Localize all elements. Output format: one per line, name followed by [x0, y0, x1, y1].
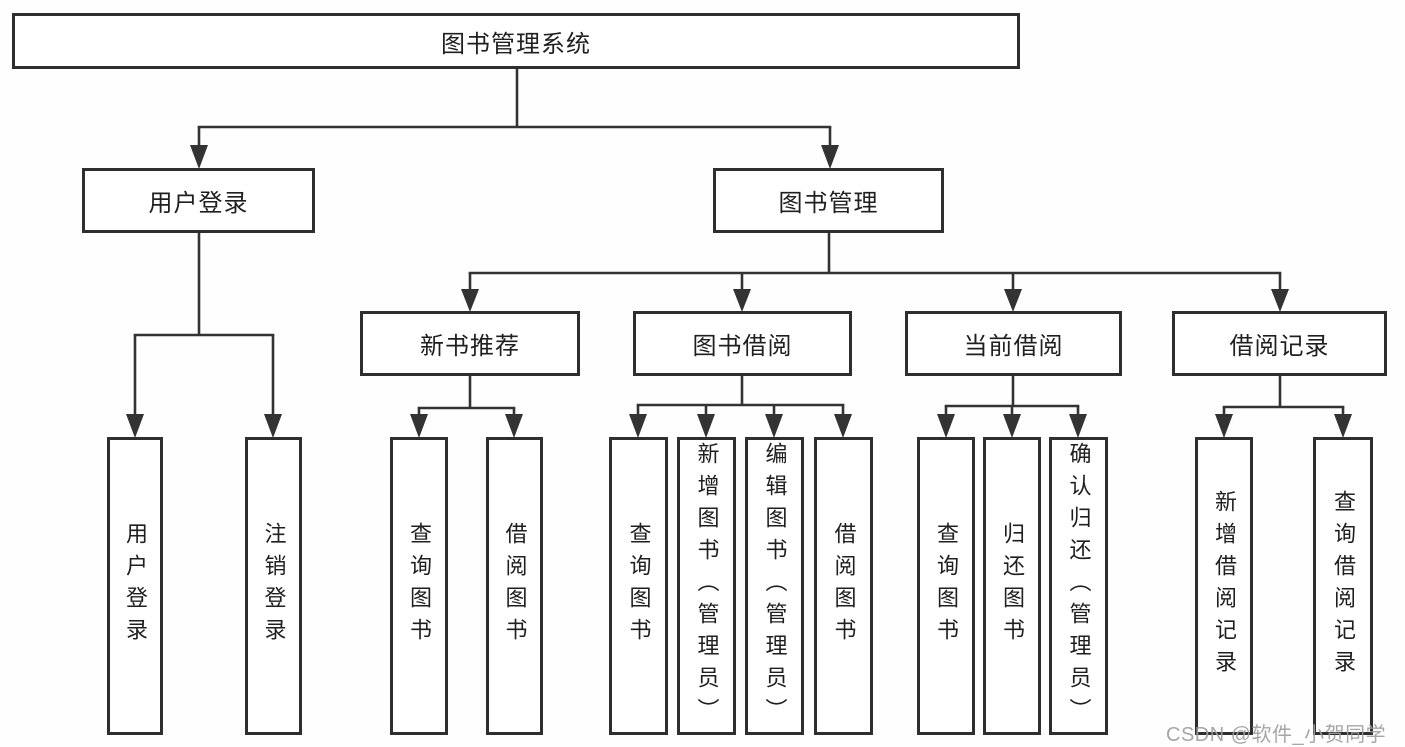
node-new-book-recommend-label: 新书推荐 [420, 333, 520, 360]
leaf-recommend-borrow-books-label: 借阅图书 [502, 522, 528, 650]
node-borrow-records: 借阅记录 [1172, 311, 1387, 376]
node-current-borrow: 当前借阅 [905, 311, 1122, 376]
node-borrow-records-label: 借阅记录 [1229, 333, 1330, 360]
leaf-records-add-record: 新增借阅记录 [1195, 437, 1253, 735]
node-user-login-label: 用户登录 [148, 190, 249, 217]
leaf-borrow-edit-books-admin: 编辑图书（管理员） [745, 437, 804, 735]
node-user-login: 用户登录 [82, 168, 315, 233]
node-book-borrow: 图书借阅 [633, 311, 852, 376]
leaf-borrow-add-books-admin-label: 新增图书（管理员） [694, 442, 720, 730]
leaf-borrow-borrow-books: 借阅图书 [814, 437, 873, 735]
node-new-book-recommend: 新书推荐 [360, 311, 580, 376]
leaf-current-confirm-return-admin-label: 确认归还（管理员） [1066, 442, 1092, 730]
leaf-borrow-query-books-label: 查询图书 [626, 522, 652, 650]
node-book-management: 图书管理 [713, 168, 944, 233]
leaf-borrow-borrow-books-label: 借阅图书 [831, 522, 857, 650]
leaf-current-confirm-return-admin: 确认归还（管理员） [1049, 437, 1108, 735]
leaf-current-return-books-label: 归还图书 [1000, 522, 1025, 650]
leaf-recommend-query-books-label: 查询图书 [407, 522, 432, 650]
leaf-borrow-query-books: 查询图书 [609, 437, 668, 735]
leaf-logout-login-label: 注销登录 [261, 522, 287, 650]
leaf-current-query-books-label: 查询图书 [934, 522, 959, 650]
node-root-label: 图书管理系统 [441, 30, 591, 58]
leaf-logout-login: 注销登录 [245, 437, 302, 735]
node-book-borrow-label: 图书借阅 [692, 333, 793, 360]
leaf-user-login-label: 用户登录 [123, 522, 148, 650]
node-book-management-label: 图书管理 [778, 190, 879, 217]
node-root: 图书管理系统 [12, 13, 1020, 69]
leaf-current-query-books: 查询图书 [917, 437, 975, 735]
leaf-records-add-record-label: 新增借阅记录 [1212, 490, 1237, 682]
leaf-borrow-edit-books-admin-label: 编辑图书（管理员） [762, 442, 788, 730]
leaf-recommend-borrow-books: 借阅图书 [486, 437, 543, 735]
node-current-borrow-label: 当前借阅 [963, 333, 1064, 360]
leaf-recommend-query-books: 查询图书 [390, 437, 448, 735]
csdn-watermark: CSDN @软件_小贺同学 [1166, 724, 1387, 746]
leaf-current-return-books: 归还图书 [983, 437, 1041, 735]
leaf-records-query-record: 查询借阅记录 [1313, 437, 1373, 735]
leaf-borrow-add-books-admin: 新增图书（管理员） [677, 437, 736, 735]
leaf-user-login: 用户登录 [107, 437, 163, 735]
leaf-records-query-record-label: 查询借阅记录 [1331, 490, 1356, 682]
